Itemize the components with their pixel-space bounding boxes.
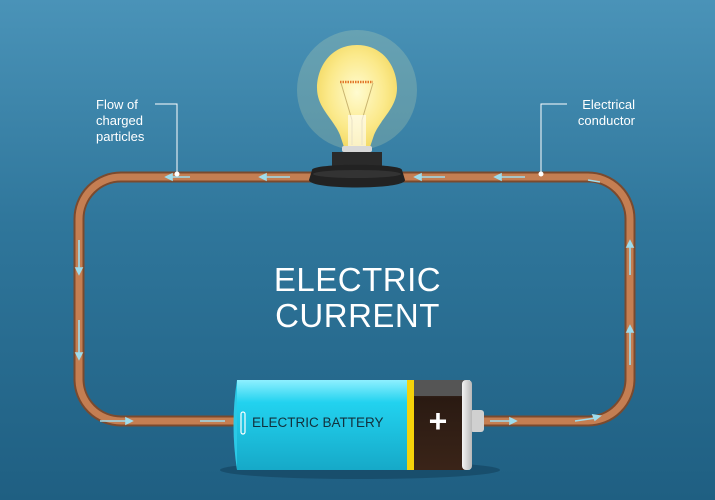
flow-label: Flow of charged particles	[96, 97, 144, 145]
conductor-label-line2: conductor	[577, 113, 635, 128]
flow-label-line2: charged	[96, 113, 143, 128]
battery-icon	[220, 380, 500, 479]
title-line2: CURRENT	[275, 297, 440, 334]
flow-arrows	[74, 172, 635, 426]
battery-label: ELECTRIC BATTERY	[252, 415, 384, 430]
flow-leader-line	[155, 103, 178, 172]
conductor-leader-line	[540, 103, 567, 172]
flow-label-line3: particles	[96, 129, 145, 144]
positive-terminal-symbol: +	[428, 403, 448, 439]
diagram-title: ELECTRIC CURRENT	[200, 262, 515, 334]
flow-label-line1: Flow of	[96, 97, 138, 112]
title-line1: ELECTRIC	[273, 261, 442, 298]
conductor-label-line1: Electrical	[582, 97, 635, 112]
conductor-label: Electrical conductor	[555, 97, 635, 129]
light-bulb-icon	[297, 30, 417, 188]
